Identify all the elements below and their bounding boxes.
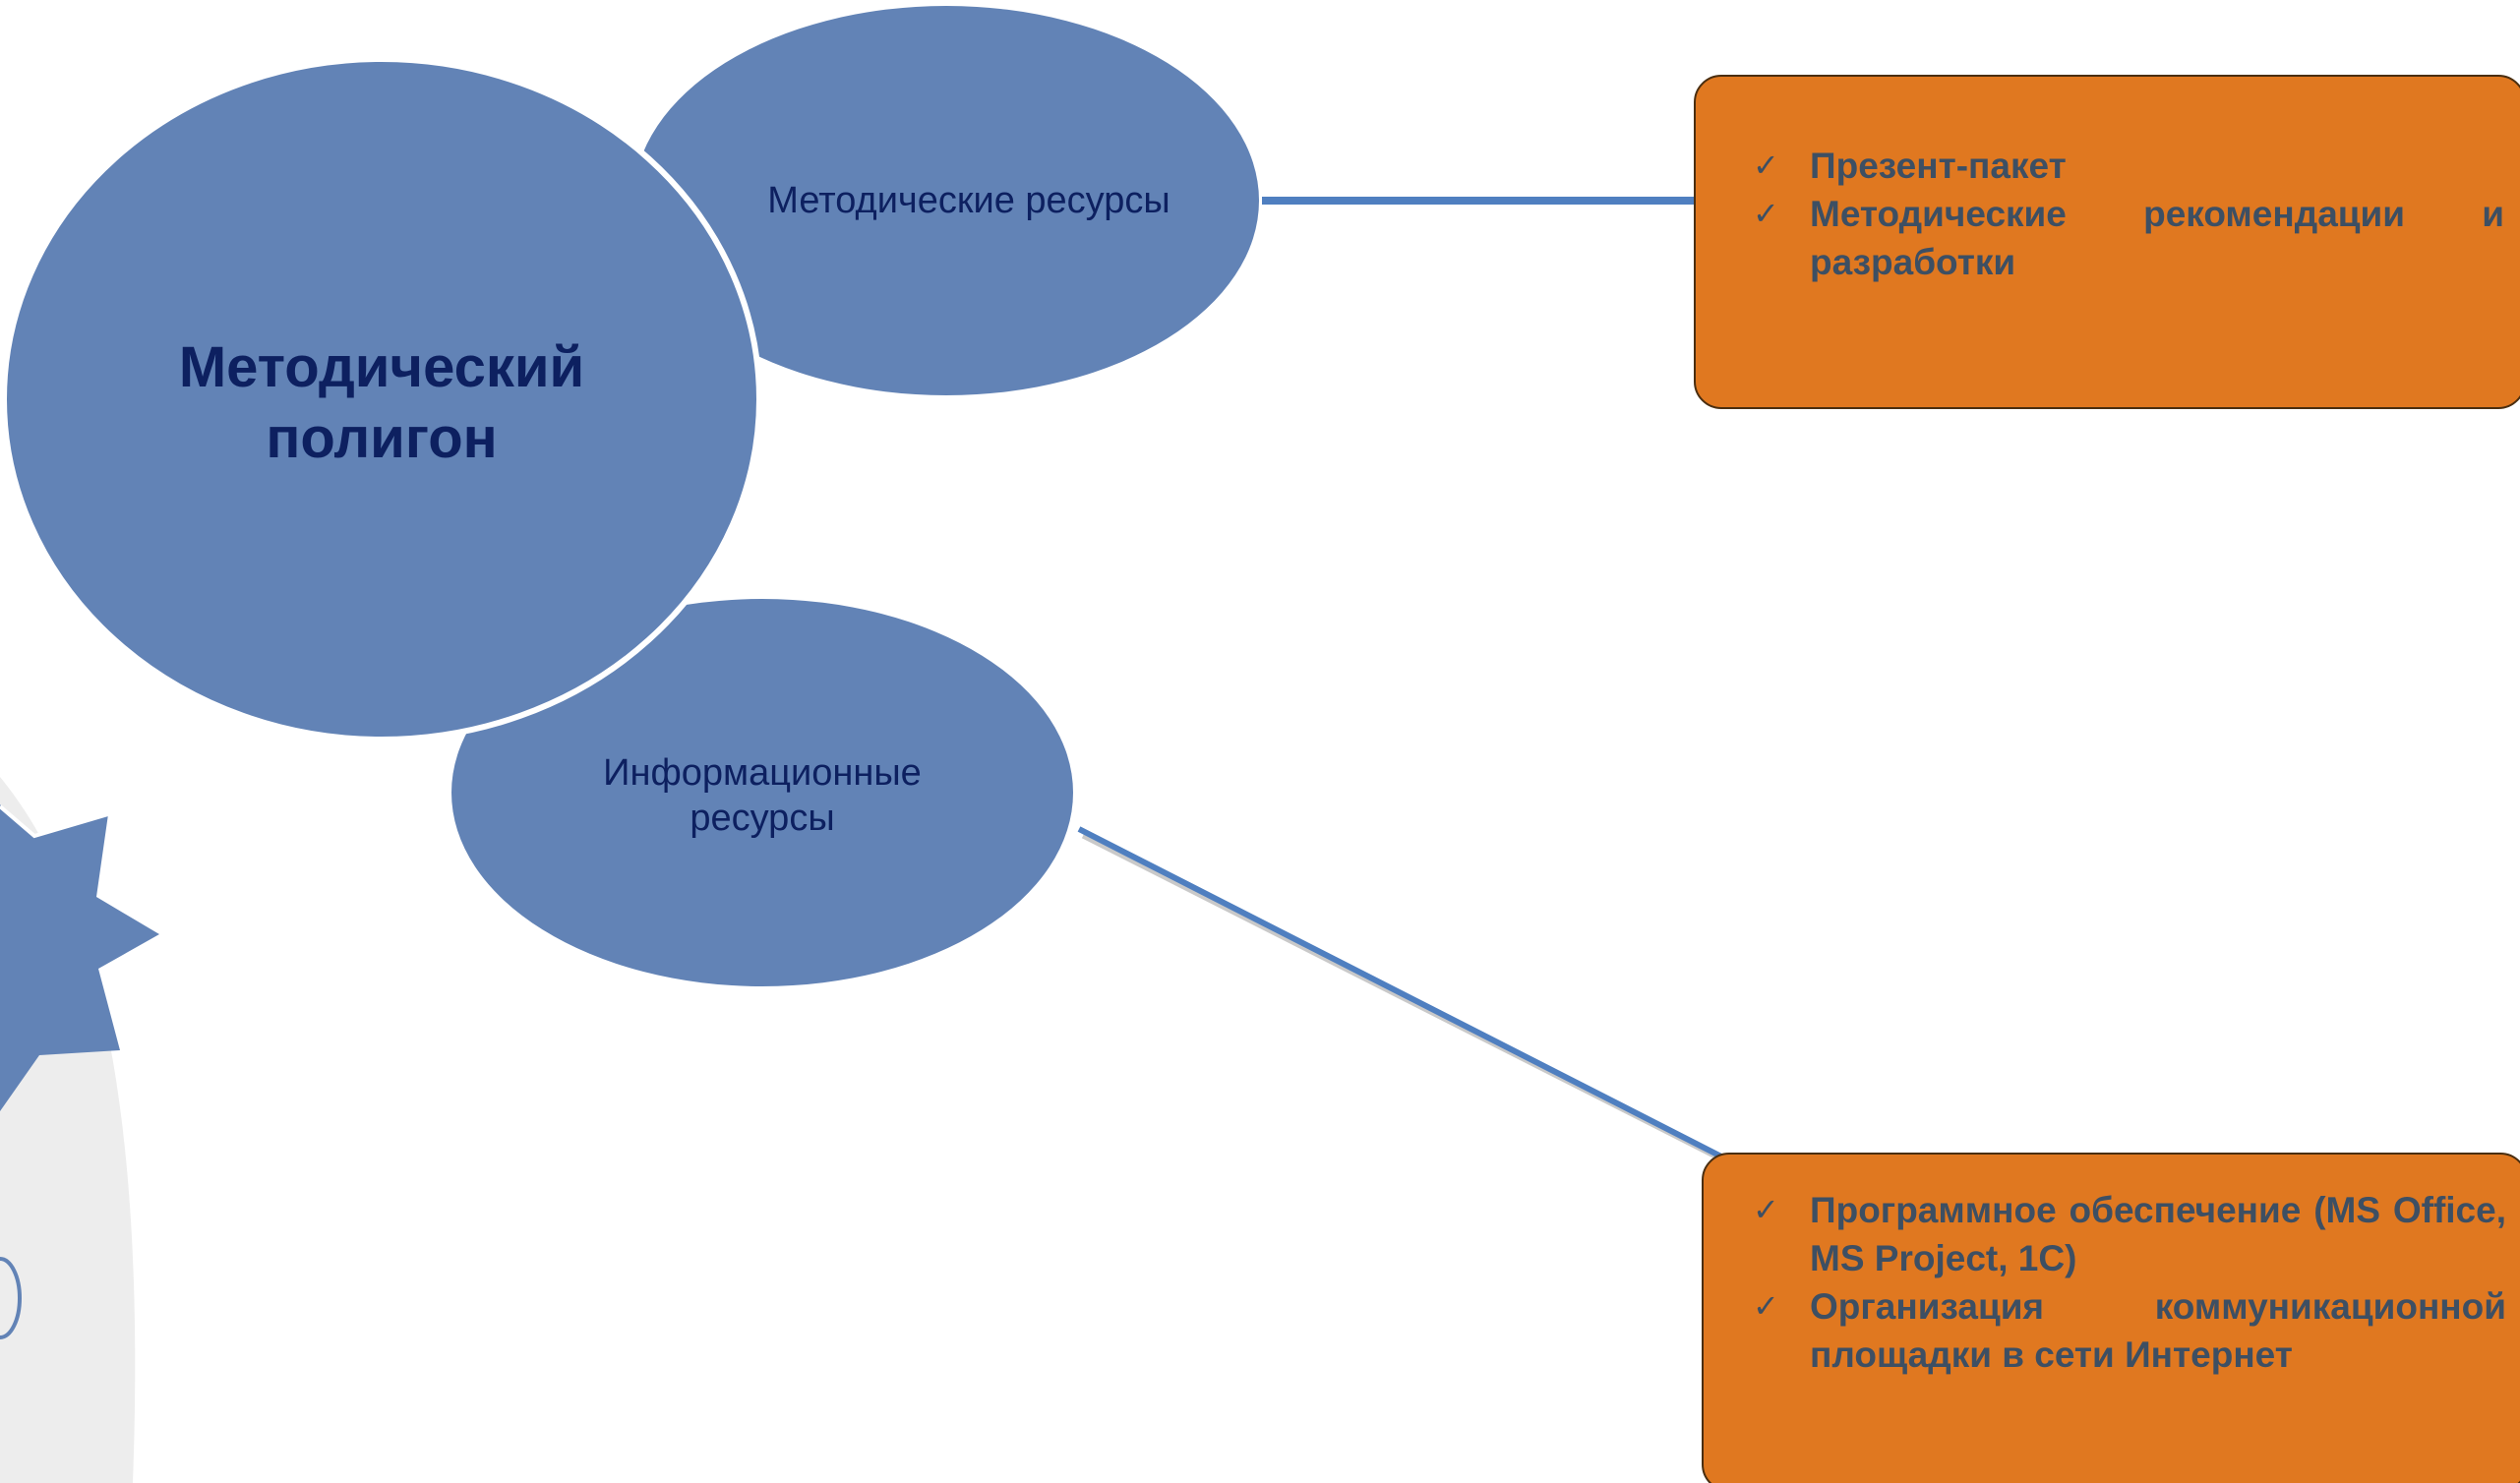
node-methodical-resources-label: Методические ресурсы xyxy=(767,180,1170,222)
callout-methodical-list: ✓ Презент-пакет ✓ Методические рекоменда… xyxy=(1753,142,2504,286)
ellipse-information-resources xyxy=(451,599,1073,986)
star-decoration-edge xyxy=(0,804,109,839)
partial-circle-decoration xyxy=(0,1257,22,1339)
list-item-text: Методические рекомендации и разработки xyxy=(1810,194,2504,282)
central-node-title: Методический полигон xyxy=(96,325,667,482)
checkmark-icon: ✓ xyxy=(1753,195,1779,232)
checkmark-icon: ✓ xyxy=(1753,1191,1779,1228)
connector-information-to-callout xyxy=(1077,826,1723,1159)
callout-information-list: ✓ Программное обеспечение (MS Office, MS… xyxy=(1753,1186,2506,1379)
callout-methodical-resources: ✓ Презент-пакет ✓ Методические рекоменда… xyxy=(1694,75,2520,409)
ellipse-central xyxy=(1,56,762,742)
node-information-resources-label: Информационные ресурсы xyxy=(603,752,922,839)
list-item-text: Программное обеспечение (MS Office, MS P… xyxy=(1810,1190,2506,1278)
node-methodical-resources: Методические ресурсы xyxy=(767,148,1170,256)
node-information-resources: Информационные ресурсы xyxy=(551,742,974,851)
checkmark-icon: ✓ xyxy=(1753,147,1779,184)
list-item-text: Организация коммуникационной площадки в … xyxy=(1810,1286,2506,1375)
list-item: ✓ Организация коммуникационной площадки … xyxy=(1753,1282,2506,1379)
checkmark-icon: ✓ xyxy=(1753,1287,1779,1325)
list-item: ✓ Презент-пакет xyxy=(1753,142,2504,190)
callout-information-resources: ✓ Программное обеспечение (MS Office, MS… xyxy=(1702,1153,2520,1483)
list-item-text: Презент-пакет xyxy=(1810,146,2067,186)
ellipse-methodical-resources xyxy=(633,6,1259,395)
star-decoration xyxy=(0,804,159,1111)
central-node-title-text: Методический полигон xyxy=(178,334,585,471)
list-item: ✓ Программное обеспечение (MS Office, MS… xyxy=(1753,1186,2506,1282)
list-item: ✓ Методические рекомендации и разработки xyxy=(1753,190,2504,286)
